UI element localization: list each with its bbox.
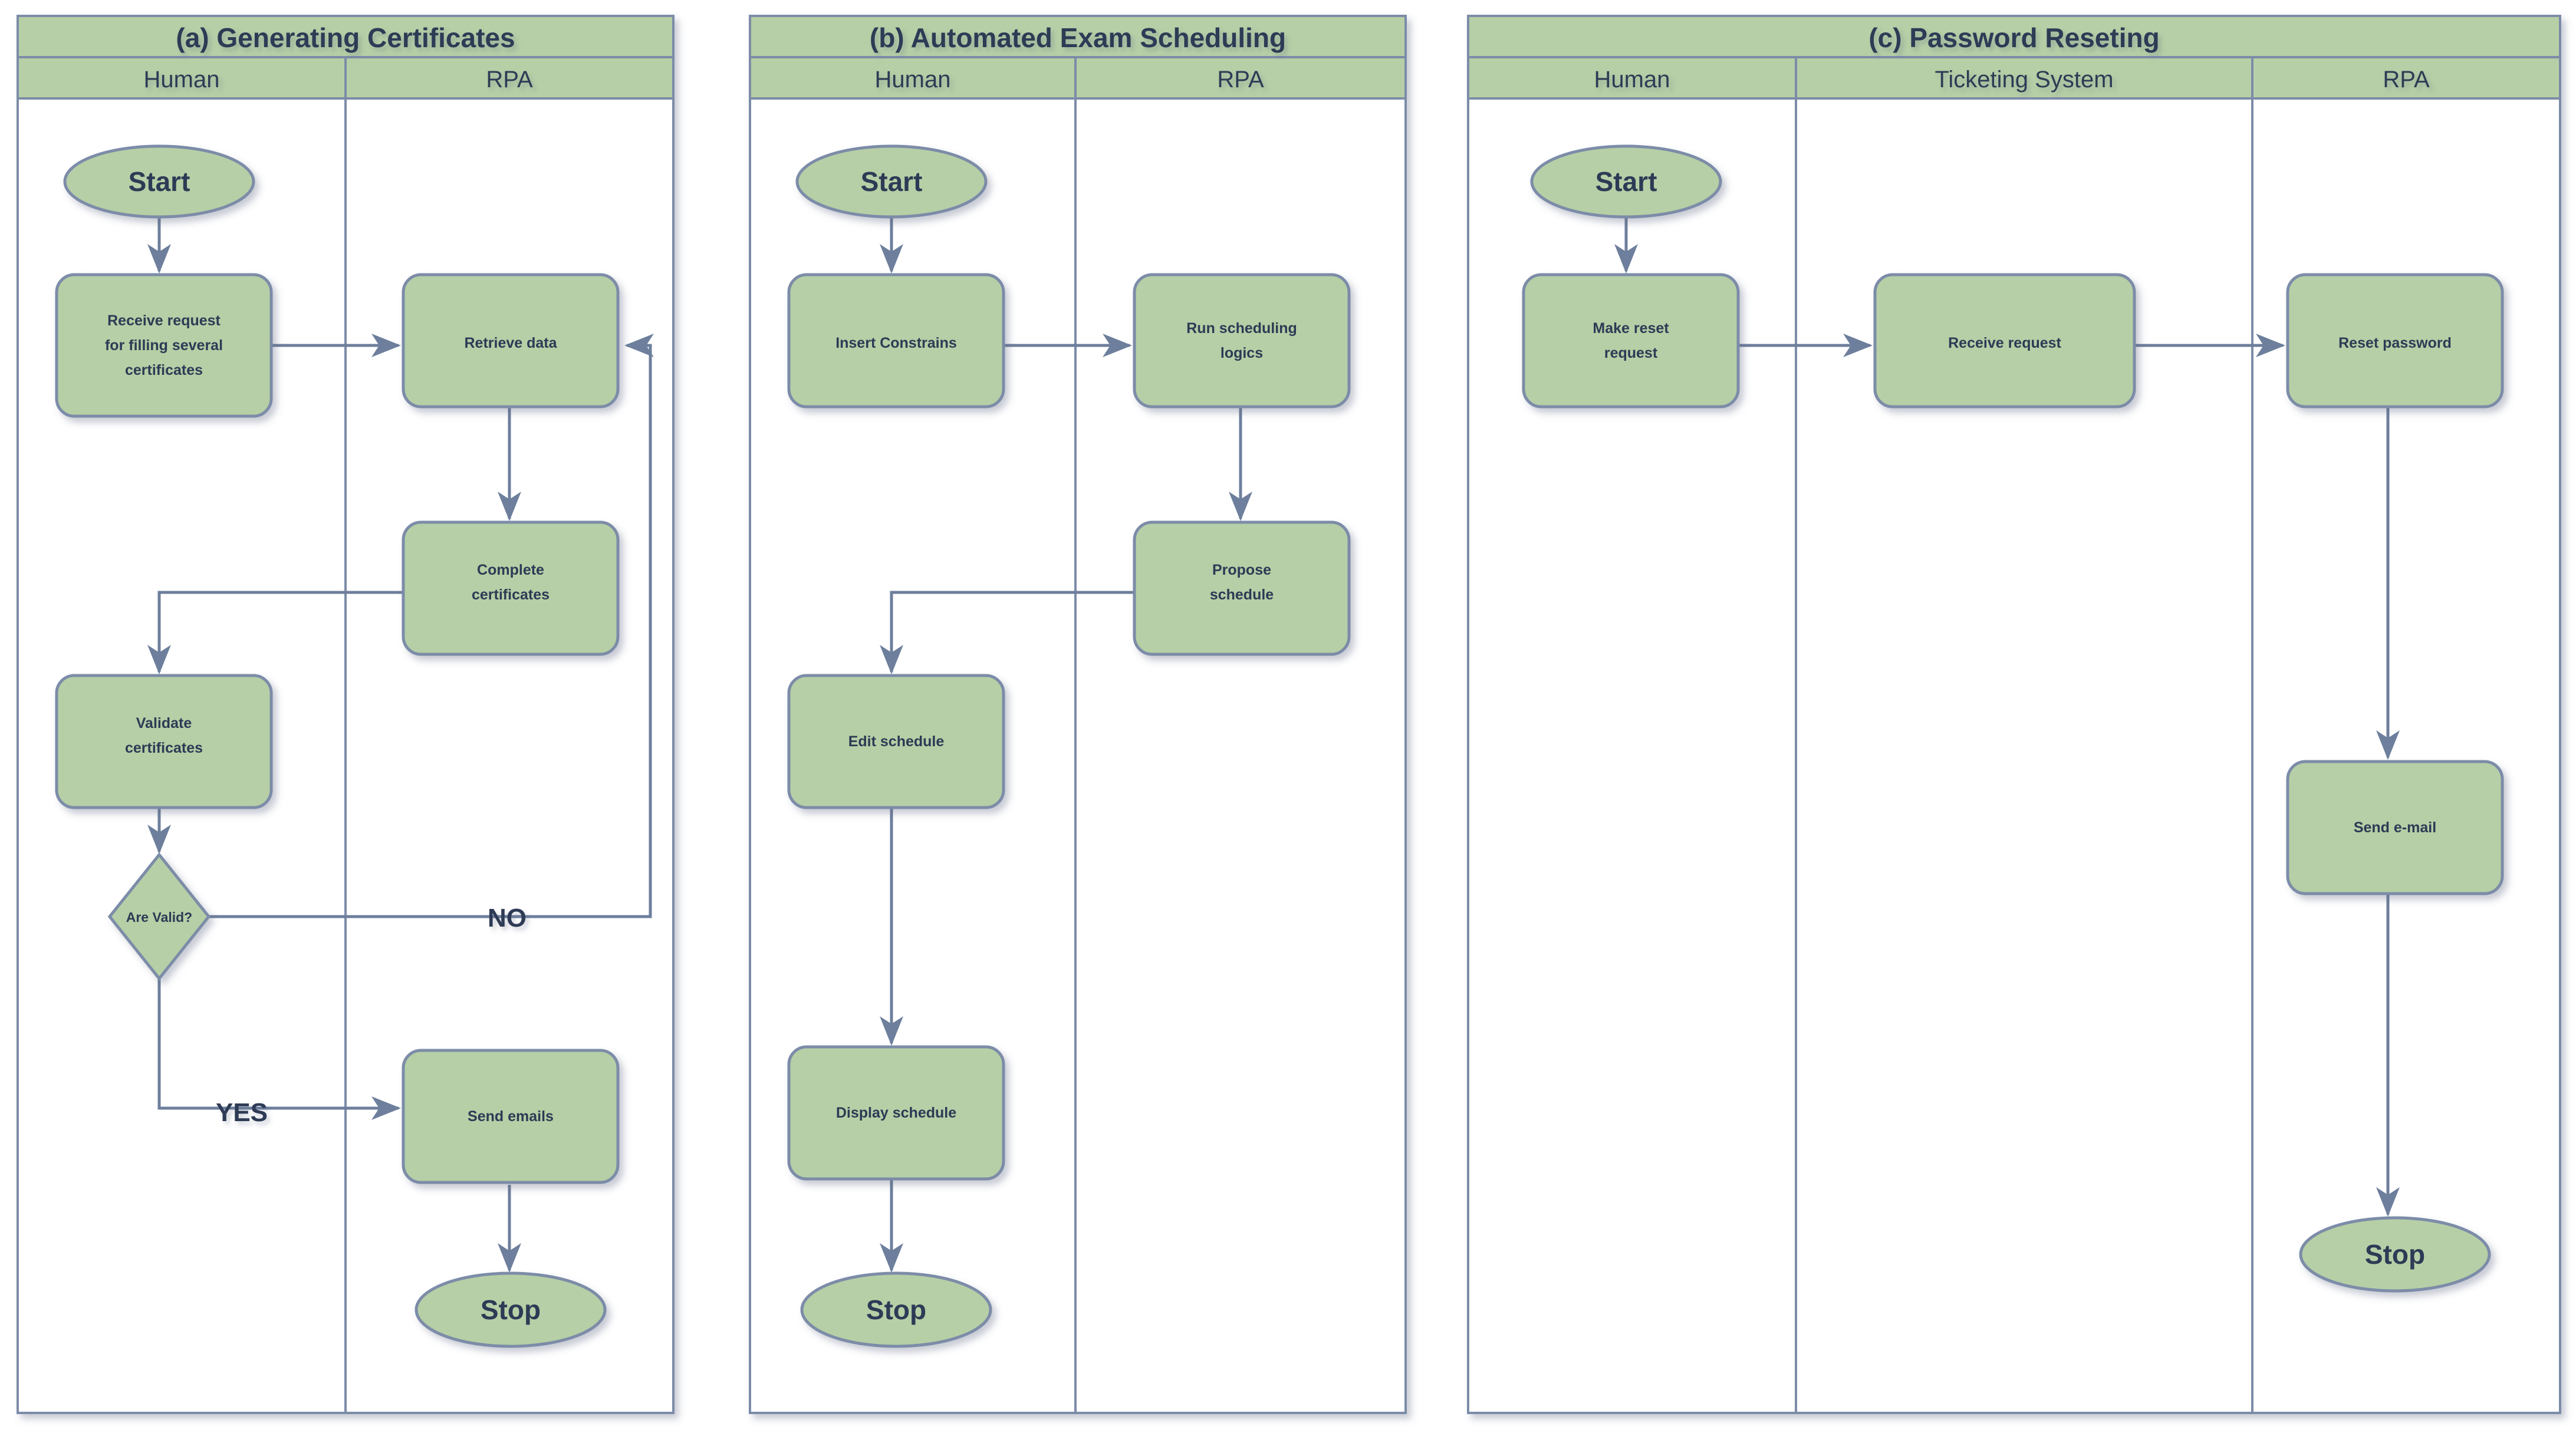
node-b-display-label: Display schedule bbox=[836, 1105, 956, 1121]
node-c-make[interactable]: Make reset request bbox=[1522, 273, 1740, 408]
node-c-stop[interactable]: Stop bbox=[2299, 1216, 2491, 1293]
node-b-edit[interactable]: Edit schedule bbox=[787, 674, 1005, 809]
node-a-receive[interactable]: Receive request for filling several cert… bbox=[55, 273, 273, 418]
panel-b-title-band bbox=[749, 15, 1407, 58]
node-a-validate-line1: Validate bbox=[136, 715, 192, 732]
panel-b-edges bbox=[880, 217, 1252, 1273]
node-a-start[interactable]: Start bbox=[63, 144, 255, 219]
node-a-receive-line3: certificates bbox=[125, 362, 203, 378]
edge-a-decision-send-yes bbox=[157, 950, 402, 1120]
node-c-receive-label: Receive request bbox=[1948, 335, 2061, 351]
node-a-retrieve-label: Retrieve data bbox=[464, 335, 557, 351]
panel-a-lane-rpa: RPA bbox=[486, 67, 533, 93]
node-a-stop-label: Stop bbox=[481, 1294, 541, 1325]
node-a-send-label: Send emails bbox=[468, 1108, 554, 1125]
node-b-run-line2: logics bbox=[1220, 345, 1263, 361]
panel-a-title-band bbox=[17, 15, 675, 58]
node-b-run[interactable]: Run scheduling logics bbox=[1133, 273, 1351, 408]
panel-a-title: (a) Generating Certificates bbox=[176, 22, 515, 53]
node-b-propose[interactable]: Propose schedule bbox=[1133, 520, 1351, 656]
node-c-receive[interactable]: Receive request bbox=[1873, 273, 2136, 408]
node-a-decision[interactable]: Are Valid? bbox=[107, 852, 211, 981]
node-a-start-label: Start bbox=[129, 166, 190, 197]
node-c-email-label: Send e-mail bbox=[2354, 819, 2436, 836]
node-c-start-label: Start bbox=[1595, 166, 1657, 197]
node-b-stop[interactable]: Stop bbox=[800, 1271, 992, 1348]
node-a-receive-line2: for filling several bbox=[105, 337, 223, 354]
node-c-make-line2: request bbox=[1604, 345, 1658, 361]
node-b-stop-label: Stop bbox=[866, 1294, 926, 1325]
node-b-propose-line2: schedule bbox=[1210, 587, 1274, 603]
node-a-complete-line2: certificates bbox=[472, 587, 550, 603]
node-a-complete-line1: Complete bbox=[477, 562, 544, 578]
panel-c-lane-header-band bbox=[1467, 56, 2561, 100]
node-c-reset-label: Reset password bbox=[2338, 335, 2452, 351]
panel-b-title: (b) Automated Exam Scheduling bbox=[870, 22, 1286, 53]
node-a-validate-line2: certificates bbox=[125, 740, 203, 756]
panel-c-lane-human: Human bbox=[1594, 67, 1670, 93]
node-b-propose-line1: Propose bbox=[1212, 562, 1271, 578]
panel-a-lane-human: Human bbox=[144, 67, 220, 93]
panel-b-lane-human: Human bbox=[875, 67, 951, 93]
panel-c-title-band bbox=[1467, 15, 2561, 58]
panel-b-lane-header-band bbox=[749, 56, 1407, 100]
panel-c-lane-rpa: RPA bbox=[2383, 67, 2430, 93]
node-a-validate[interactable]: Validate certificates bbox=[55, 674, 273, 809]
node-c-make-line1: Make reset bbox=[1593, 320, 1669, 337]
node-a-receive-line1: Receive request bbox=[107, 312, 221, 329]
node-a-decision-label: Are Valid? bbox=[126, 910, 192, 925]
panel-c: (c) Password Reseting Human Ticketing Sy… bbox=[1467, 15, 2561, 1414]
node-a-send[interactable]: Send emails bbox=[402, 1049, 620, 1184]
node-b-edit-label: Edit schedule bbox=[848, 733, 945, 750]
panel-c-lane-ticketing: Ticketing System bbox=[1935, 67, 2113, 93]
node-c-start[interactable]: Start bbox=[1530, 144, 1722, 219]
node-a-stop[interactable]: Stop bbox=[414, 1271, 607, 1348]
node-c-reset[interactable]: Reset password bbox=[2286, 273, 2504, 408]
panel-c-title: (c) Password Reseting bbox=[1868, 22, 2159, 53]
panel-b-lane-rpa: RPA bbox=[1217, 67, 1264, 93]
node-b-run-line1: Run scheduling bbox=[1186, 320, 1297, 337]
edge-label-a-no: NO bbox=[488, 904, 527, 933]
node-c-stop-label: Stop bbox=[2365, 1239, 2425, 1270]
node-b-display[interactable]: Display schedule bbox=[787, 1045, 1005, 1181]
edge-label-a-yes: YES bbox=[216, 1098, 268, 1127]
node-b-start-label: Start bbox=[861, 166, 923, 197]
node-c-email[interactable]: Send e-mail bbox=[2286, 760, 2504, 895]
panel-c-edges bbox=[1614, 217, 2400, 1217]
edge-a-decision-retrieve-no bbox=[208, 334, 654, 918]
node-b-insert[interactable]: Insert Constrains bbox=[787, 273, 1005, 408]
node-a-retrieve[interactable]: Retrieve data bbox=[402, 273, 620, 408]
node-b-start[interactable]: Start bbox=[795, 144, 988, 219]
panel-a: (a) Generating Certificates Human RPA NO… bbox=[17, 15, 675, 1414]
panel-b: (b) Automated Exam Scheduling Human RPA … bbox=[749, 15, 1407, 1414]
node-a-complete[interactable]: Complete certificates bbox=[402, 520, 620, 656]
node-b-insert-label: Insert Constrains bbox=[835, 335, 957, 351]
